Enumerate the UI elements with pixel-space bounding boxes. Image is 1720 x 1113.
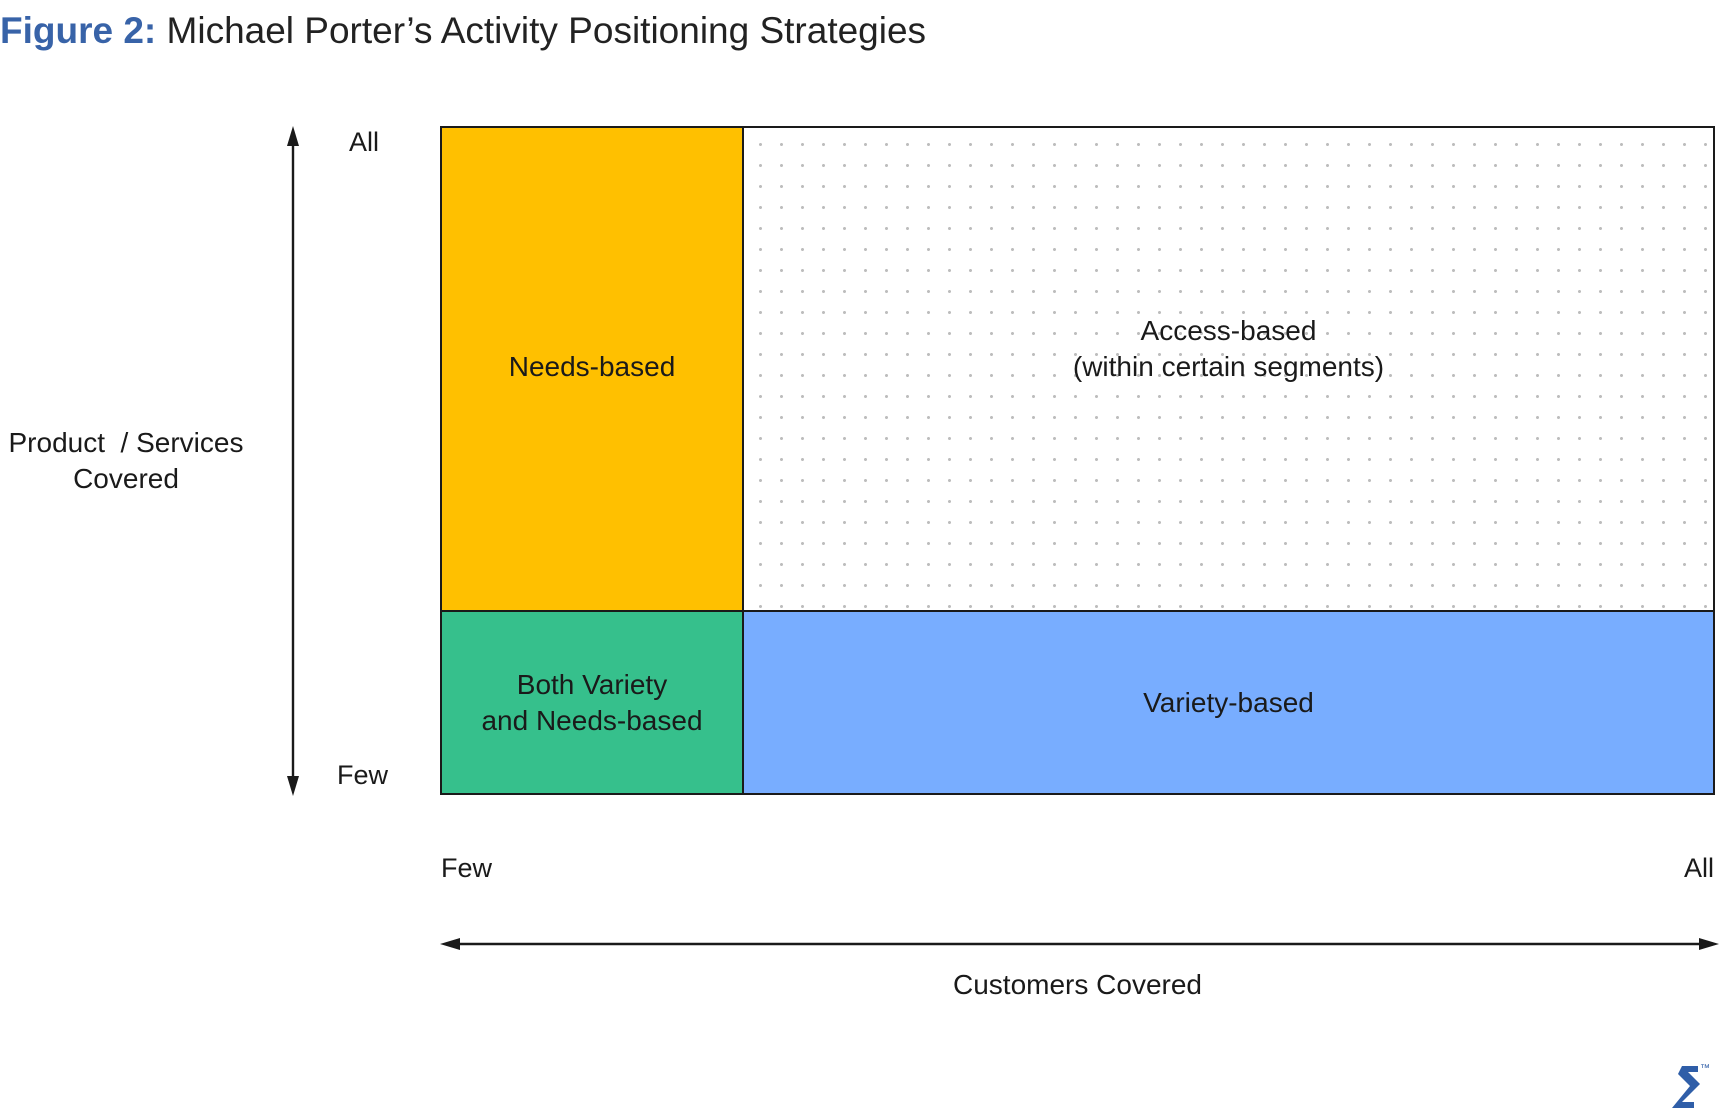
x-tick-all: All <box>1684 853 1715 883</box>
y-axis-label: Product / Services Covered <box>0 425 252 497</box>
y-axis-arrowhead-top <box>287 126 299 146</box>
needs-based-label: Needs-based <box>508 351 676 382</box>
positioning-matrix: Needs-based Access-based (within certain… <box>440 126 1715 795</box>
y-tick-few: Few <box>337 760 389 790</box>
x-axis-arrowhead-right <box>1699 938 1719 950</box>
x-axis-arrowhead-left <box>440 938 460 950</box>
figure-title: Figure 2: Michael Porter’s Activity Posi… <box>0 10 926 52</box>
variety-based-cell: Variety-based <box>742 610 1715 795</box>
y-axis-label-line2: Covered <box>73 463 179 494</box>
trademark-mark: ™ <box>1700 1063 1710 1074</box>
both-variety-needs-cell: Both Variety and Needs-based <box>440 610 744 795</box>
access-based-label: Access-based <box>1140 315 1317 346</box>
y-axis-arrowhead-bottom <box>287 776 299 796</box>
x-tick-few: Few <box>441 853 493 883</box>
both-label-line1: Both Variety <box>516 668 668 700</box>
needs-based-cell: Needs-based <box>440 126 744 612</box>
figure-number: Figure 2: <box>0 10 157 51</box>
figure-caption: Michael Porter’s Activity Positioning St… <box>166 10 927 51</box>
y-tick-all: All <box>349 127 380 157</box>
access-based-sublabel: (within certain segments) <box>1072 351 1385 382</box>
toptal-logo-icon <box>1672 1066 1700 1108</box>
y-axis-label-line1: Product / Services <box>8 427 244 458</box>
variety-based-label: Variety-based <box>1143 686 1314 718</box>
both-label-line2: and Needs-based <box>481 704 703 736</box>
x-axis-label: Customers Covered <box>953 969 1202 1000</box>
access-based-cell: Access-based (within certain segments) <box>742 126 1715 612</box>
